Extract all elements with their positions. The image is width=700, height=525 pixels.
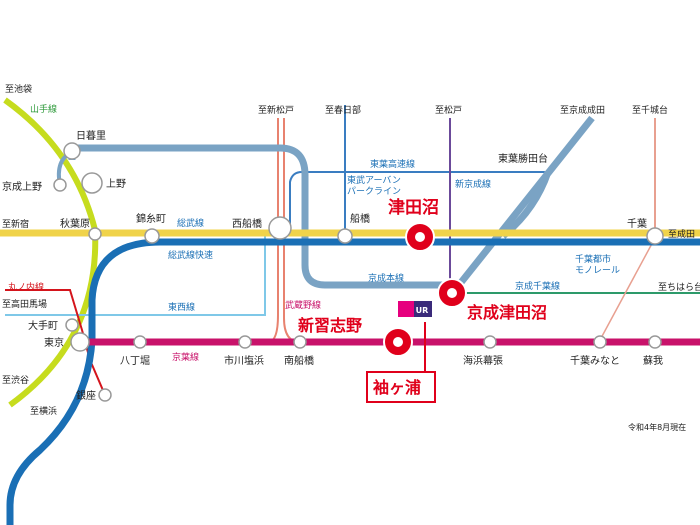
station-nippori <box>63 142 81 160</box>
station-ginza <box>98 388 112 402</box>
station-otemachi <box>65 318 79 332</box>
station-kaihinmakuhari <box>483 335 497 349</box>
label-marunouchi: 丸ノ内線 <box>8 281 44 293</box>
station-chiba <box>646 227 664 245</box>
station-chibaminato <box>593 335 607 349</box>
station-ueno <box>81 172 103 194</box>
label-ichikawashiohama: 市川塩浜 <box>224 354 264 367</box>
label-funabashi: 船橋 <box>350 212 370 225</box>
label-hatchobori: 八丁堀 <box>120 355 150 367</box>
label-sodegaura: 袖ヶ浦 <box>373 378 421 397</box>
footnote: 令和4年8月現在 <box>628 422 686 432</box>
label-kinshicho: 錦糸町 <box>136 212 166 225</box>
dir-shinjuku: 至新宿 <box>2 218 29 230</box>
label-tsudanuma: 津田沼 <box>388 197 439 218</box>
label-keisei-tsudanuma: 京成津田沼 <box>467 303 547 322</box>
label-keisei-chiba: 京成千葉線 <box>515 280 560 292</box>
station-ichikawashiohama <box>238 335 252 349</box>
dir-shibuya: 至渋谷 <box>2 374 29 386</box>
svg-text:UR: UR <box>416 306 429 315</box>
label-ginza: 銀座 <box>76 389 96 402</box>
dir-chishirodai: 至千城台 <box>632 104 668 116</box>
dir-kasukabe: 至春日部 <box>325 104 361 116</box>
label-monorail-2: モノレール <box>575 266 620 276</box>
label-sobu-rapid: 総武線快速 <box>168 249 213 261</box>
station-tokyo <box>70 332 90 352</box>
label-tobu-urban-1: 東武アーバン <box>347 174 401 186</box>
station-minamifunabashi <box>293 335 307 349</box>
station-funabashi <box>337 228 353 244</box>
keisei-narita-line <box>452 115 595 293</box>
dir-narita: 至成田 <box>668 228 695 240</box>
label-chiba: 千葉 <box>627 217 647 230</box>
label-ueno: 上野 <box>106 178 126 190</box>
label-chibaminato: 千葉みなと <box>570 354 620 367</box>
label-sobu: 総武線 <box>177 217 204 229</box>
station-soga <box>648 335 662 349</box>
dir-ikebukuro: 至池袋 <box>5 83 32 95</box>
label-yamanote: 山手線 <box>30 103 57 115</box>
label-keisei-main: 京成本線 <box>368 272 404 284</box>
station-kinshicho <box>144 228 160 244</box>
label-nishifunabashi: 西船橋 <box>232 217 262 230</box>
label-musashino: 武蔵野線 <box>285 299 321 311</box>
keisei-main-line <box>68 144 445 289</box>
station-nishifunabashi <box>268 216 292 240</box>
label-toyo-rapid: 東葉高速線 <box>370 158 415 170</box>
label-monorail-1: 千葉都市 <box>575 253 611 265</box>
station-hatchobori <box>133 335 147 349</box>
label-otemachi: 大手町 <box>28 319 58 332</box>
label-minamifunabashi: 南船橋 <box>284 354 314 367</box>
dir-chiharadai: 至ちはら台 <box>658 281 700 293</box>
label-soga: 蘇我 <box>643 354 663 367</box>
label-nippori: 日暮里 <box>76 129 106 142</box>
dir-takadanobaba: 至高田馬場 <box>2 298 47 310</box>
label-tobu-urban-2: パークライン <box>347 186 401 197</box>
label-tozai: 東西線 <box>168 301 195 313</box>
label-toyo-katsutadai: 東葉勝田台 <box>498 152 548 165</box>
dir-keisei-narita: 至京成成田 <box>560 104 605 116</box>
monorail-branch <box>599 237 656 341</box>
station-akihabara <box>88 227 102 241</box>
sodegaura-box <box>366 371 436 403</box>
label-kaihinmakuhari: 海浜幕張 <box>463 354 503 367</box>
label-tokyo: 東京 <box>44 336 64 349</box>
dir-yokohama: 至横浜 <box>30 405 57 417</box>
label-keisei-ueno: 京成上野 <box>2 180 42 193</box>
label-akihabara: 秋葉原 <box>60 217 90 230</box>
dir-shinmatsudo: 至新松戸 <box>258 104 294 116</box>
marunouchi-line <box>5 289 106 396</box>
label-keiyo: 京葉線 <box>172 351 199 363</box>
station-keisei-ueno <box>53 178 67 192</box>
label-shinnarashino: 新習志野 <box>298 316 362 335</box>
label-shin-keisei: 新京成線 <box>455 178 491 190</box>
sobu-rapid-line <box>6 238 700 525</box>
ur-logo: UR <box>398 301 432 317</box>
dir-matsudo: 至松戸 <box>435 104 462 116</box>
